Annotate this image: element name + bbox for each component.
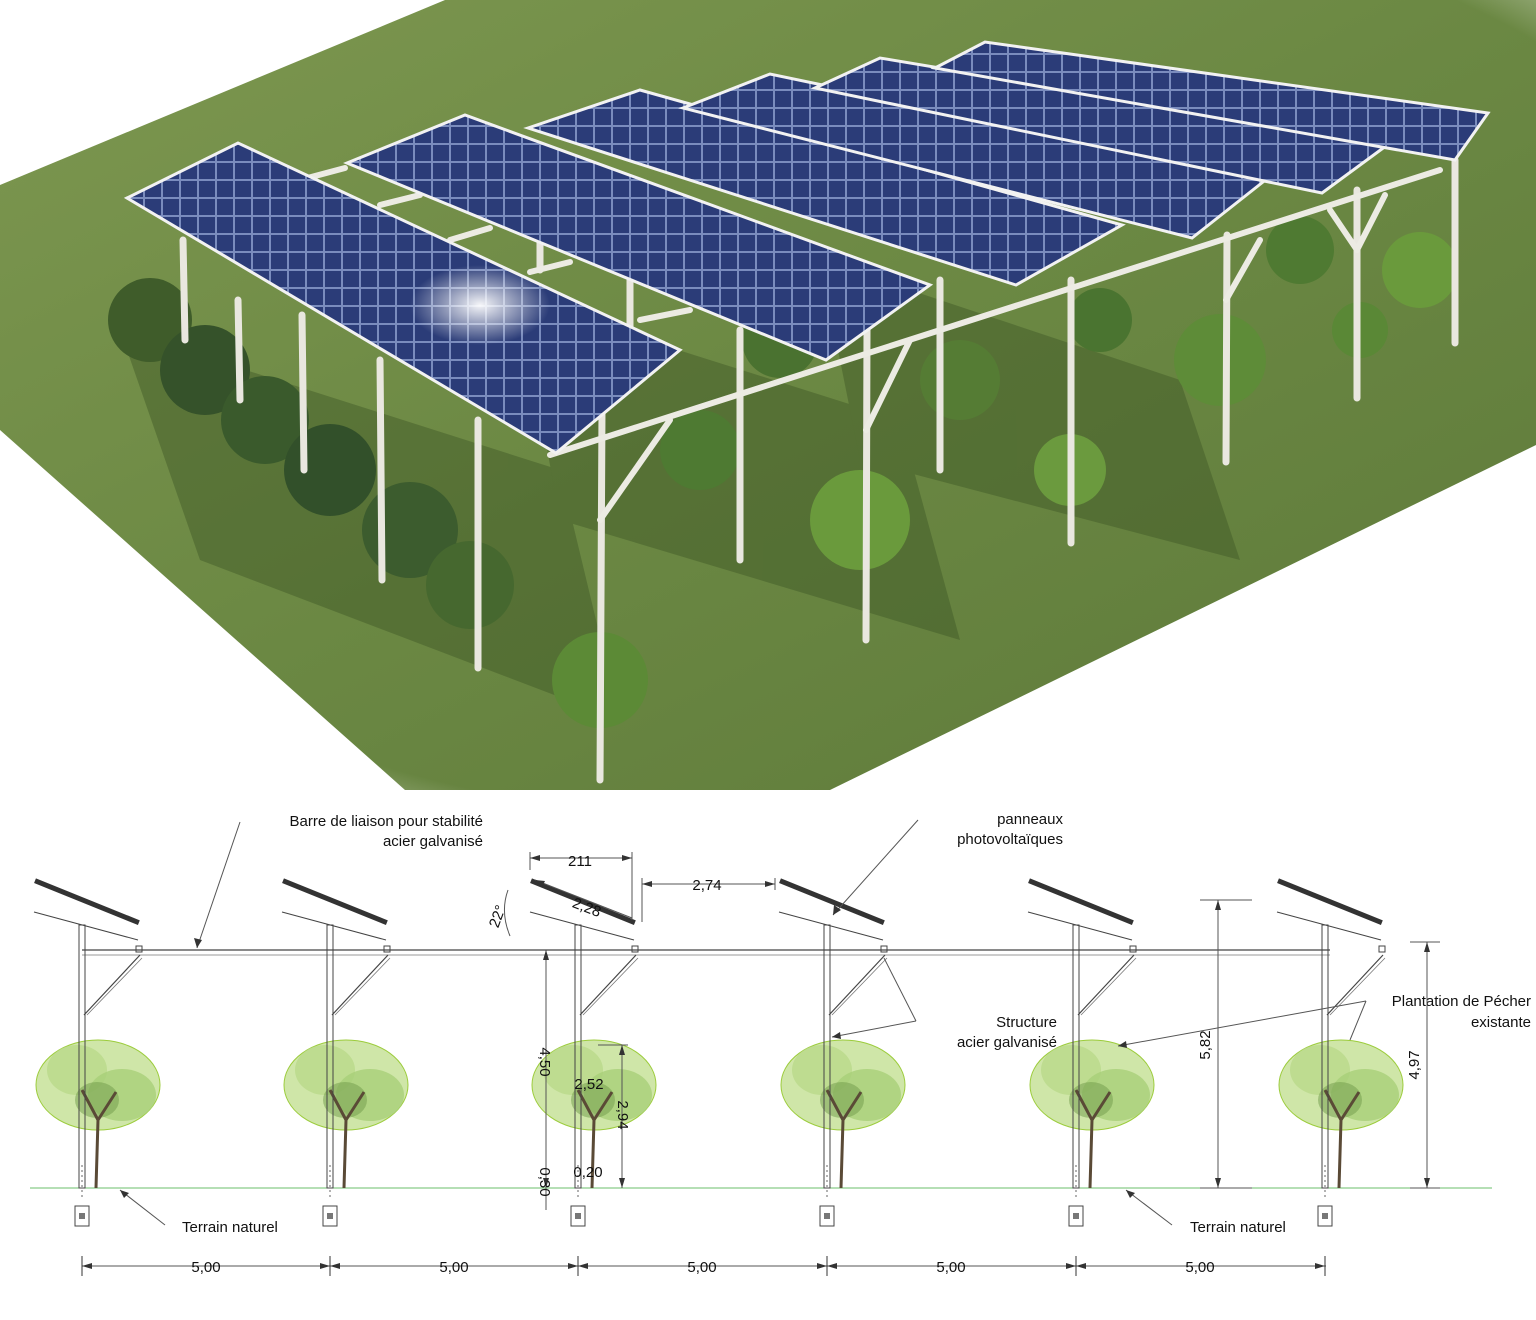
peach-tree: [780, 1039, 906, 1189]
structure-module: [1276, 878, 1404, 1227]
dim-tree-height: 2,94: [614, 1100, 631, 1129]
ground-label-right: Terrain naturel: [1190, 1219, 1286, 1236]
panel-row-3: [523, 88, 1126, 287]
peach-tree: [1029, 1039, 1155, 1189]
dim-tree-crown: 2,52: [574, 1076, 603, 1093]
panels-label-1: panneaux: [997, 811, 1063, 828]
structure-module: [529, 878, 657, 1227]
dim-max-height: 5,82: [1197, 1030, 1214, 1059]
panel-row-1: [123, 141, 683, 455]
dim-clearance: 0,20: [573, 1164, 602, 1181]
panel-row-6: [930, 40, 1491, 162]
dim-panel-gap: 2,74: [692, 877, 721, 894]
dim-panel-length: 2,28: [570, 895, 603, 921]
dim-spacing-5: 5,00: [1185, 1259, 1214, 1276]
dim-beam-height: 4,50: [536, 1047, 553, 1076]
solar-panel-rows: [123, 40, 1491, 455]
dim-foundation-depth: 0,30: [536, 1167, 553, 1196]
structure-module: [33, 878, 161, 1227]
dim-tilt-angle: 22°: [486, 903, 510, 930]
annotation-labels: Barre de liaison pour stabilité acier ga…: [119, 811, 1531, 1236]
peach-tree: [531, 1039, 657, 1189]
sun-glare: [410, 265, 550, 345]
ground-label-left: Terrain naturel: [182, 1219, 278, 1236]
plantation-label-2: existante: [1471, 1014, 1531, 1031]
dim-spacing-4: 5,00: [936, 1259, 965, 1276]
steel-beams-render: [297, 165, 1443, 523]
dim-spacing-2: 5,00: [439, 1259, 468, 1276]
panel-row-2: [343, 113, 934, 362]
elevation-drawing: [30, 878, 1492, 1227]
dimension-lines: 211 2,28 2,74 22° 4,50 2,52 2,94 0,30 0,…: [81, 852, 1440, 1276]
structure-module: [778, 878, 906, 1227]
structure-label-1: Structure: [996, 1014, 1057, 1031]
structure-module: [1027, 878, 1155, 1227]
tie-bar-label-1: Barre de liaison pour stabilité: [290, 813, 483, 830]
panels-label-2: photovoltaïques: [957, 831, 1063, 848]
rendered-view: [0, 0, 1536, 790]
dim-spacing-1: 5,00: [191, 1259, 220, 1276]
dim-post-height: 4,97: [1406, 1050, 1423, 1079]
structure-label-2: acier galvanisé: [957, 1034, 1057, 1051]
structure-module: [281, 878, 409, 1227]
dim-spacing-3: 5,00: [687, 1259, 716, 1276]
plantation-label-1: Plantation de Pécher: [1392, 993, 1531, 1010]
peach-tree: [1278, 1039, 1404, 1189]
steel-posts-render: [179, 156, 1459, 784]
peach-tree: [35, 1039, 161, 1189]
dim-panel-projection: 211: [568, 853, 592, 870]
tie-bar-label-2: acier galvanisé: [383, 833, 483, 850]
peach-tree: [283, 1039, 409, 1189]
